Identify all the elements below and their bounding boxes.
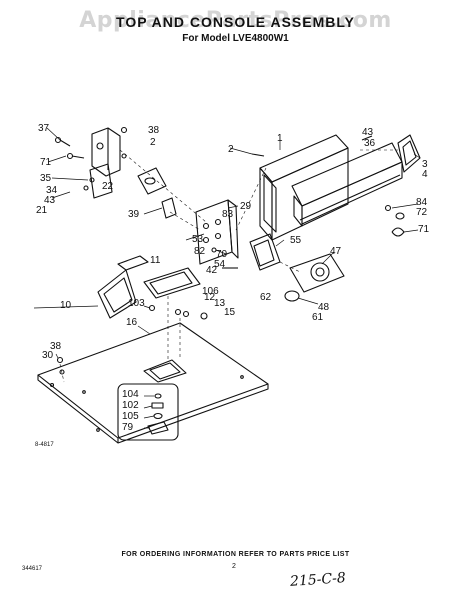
part-number-label: 38 [50, 341, 62, 352]
window-drawing [97, 255, 201, 319]
part-number-label: 39 [128, 209, 140, 220]
model-subtitle: For Model LVE4800W1 [182, 33, 289, 44]
part-number-label: 42 [206, 265, 218, 276]
top-panel-drawing [37, 322, 269, 444]
part-number-label: 29 [240, 201, 252, 212]
part-number-label: 54 [214, 259, 226, 270]
part-number-label: 82 [194, 246, 206, 257]
part-number-label: 4 [422, 169, 428, 180]
part-number-label: 37 [38, 123, 50, 134]
part-number-label: 105 [122, 411, 139, 422]
part-number-label: 104 [122, 389, 139, 400]
part-number-label: 71 [40, 157, 52, 168]
console-panel-drawing [259, 134, 403, 241]
part-number-label: 16 [126, 317, 138, 328]
part-number-label: 12 [204, 292, 216, 303]
part-number-label: 71 [418, 224, 430, 235]
part-number-label: 79 [122, 422, 134, 433]
part-number-label: 47 [330, 246, 342, 257]
part-number-label: 10 [60, 300, 72, 311]
switch-bracket-drawing [195, 199, 239, 265]
part-number-label: 13 [214, 298, 226, 309]
callout-box [117, 383, 179, 441]
document-number: 344617 [22, 566, 43, 572]
figure-id: 8-4817 [35, 442, 54, 448]
part-number-label: 11 [150, 255, 161, 266]
clip-39-drawing [161, 197, 177, 219]
part-number-label: 2 [228, 144, 234, 155]
part-number-label: 62 [260, 292, 272, 303]
part-number-label: 103 [128, 298, 145, 309]
left-bracket-drawing [54, 126, 167, 199]
part-number-label: 22 [102, 181, 114, 192]
part-number-label: 61 [312, 312, 324, 323]
part-number-label: 53 [192, 234, 204, 245]
part-number-label: 15 [224, 307, 236, 318]
part-number-label: 35 [40, 173, 52, 184]
part-number-label: 102 [122, 400, 139, 411]
part-number-label: 48 [318, 302, 330, 313]
watermark: AppliancePartsPros.com [79, 8, 392, 33]
part-number-label: 36 [364, 138, 376, 149]
part-number-label: 1 [277, 133, 283, 144]
timer-bracket-drawing [249, 233, 281, 271]
part-number-label: 72 [416, 207, 428, 218]
part-number-label: 84 [416, 197, 428, 208]
part-number-label: 21 [36, 205, 48, 216]
part-number-label: 2 [150, 137, 156, 148]
part-number-label: 38 [148, 125, 160, 136]
part-number-label: 3 [422, 159, 428, 170]
part-number-label: 70 [216, 249, 228, 260]
part-number-label: 43 [362, 127, 374, 138]
page-number: 2 [232, 563, 236, 570]
timer-drawing [284, 253, 345, 302]
part-number-label: 43 [44, 195, 56, 206]
part-number-label: 83 [222, 209, 234, 220]
part-number-label: 34 [46, 185, 58, 196]
diagram-title: TOP AND CONSOLE ASSEMBLY [116, 14, 355, 30]
part-number-label: 30 [42, 350, 54, 361]
end-cap-drawing [397, 134, 421, 173]
callout-parts [147, 393, 169, 435]
part-number-label: 55 [290, 235, 302, 246]
part-number-label: 106 [202, 286, 219, 297]
ordering-note: FOR ORDERING INFORMATION REFER TO PARTS … [121, 551, 350, 558]
